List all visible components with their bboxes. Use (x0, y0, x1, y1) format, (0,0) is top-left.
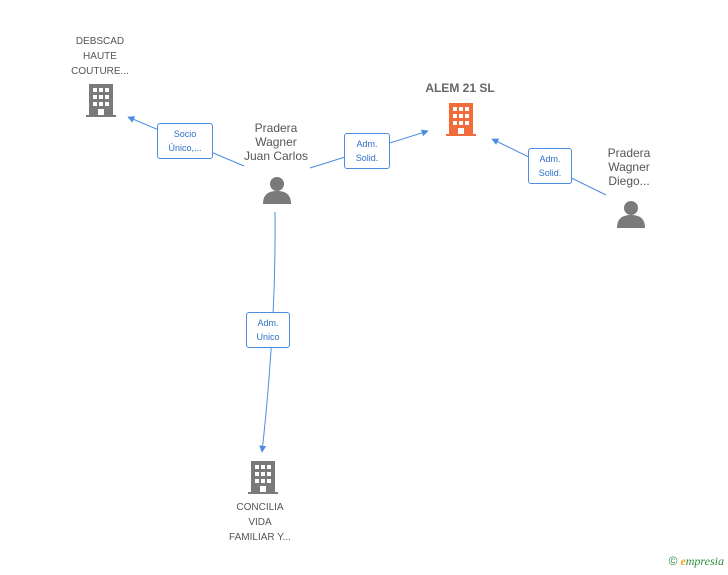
label-line: Pradera (254, 121, 298, 135)
label-line: HAUTE (83, 51, 117, 62)
brand-watermark: ©empresia (669, 554, 724, 569)
edge-label-line: Socio (173, 129, 197, 139)
label-line: Diego... (608, 174, 650, 188)
person-label-diego[interactable]: Pradera Wagner Diego... (593, 146, 665, 188)
building-icon[interactable] (248, 461, 278, 494)
edge-label-adm-solid-juan[interactable]: Adm. Solid. (344, 133, 390, 169)
building-icon[interactable] (86, 84, 116, 117)
label-line: Wagner (608, 160, 650, 174)
label-line: Pradera (607, 146, 651, 160)
edge-label-adm-solid-diego[interactable]: Adm. Solid. (528, 148, 572, 184)
copyright-symbol: © (668, 554, 678, 568)
label-line: Juan Carlos (243, 149, 309, 163)
person-icon[interactable] (617, 201, 645, 228)
edge-label-line: Unico (256, 332, 280, 342)
brand-initial: e (680, 554, 686, 568)
label-line: CONCILIA (236, 502, 284, 513)
company-label-debscad[interactable]: DEBSCAD HAUTE COUTURE... (55, 34, 145, 79)
label-line: Wagner (255, 135, 297, 149)
brand-name: mpresia (685, 554, 724, 568)
edge-label-line: Solid. (355, 153, 379, 163)
label-line: VIDA (248, 517, 272, 528)
person-icon[interactable] (263, 177, 291, 204)
edge-label-line: Adm. (356, 139, 378, 149)
label-line: FAMILIAR Y... (229, 532, 291, 543)
person-label-juan-carlos[interactable]: Pradera Wagner Juan Carlos (236, 121, 316, 163)
edge-label-line: Solid. (538, 168, 562, 178)
label-line: DEBSCAD (75, 36, 125, 47)
edge-label-socio-unico[interactable]: Socio Único,... (157, 123, 213, 159)
edge-label-adm-unico[interactable]: Adm. Unico (246, 312, 290, 348)
edge-label-line: Adm. (257, 318, 279, 328)
main-building-icon[interactable] (446, 103, 476, 136)
label-line: COUTURE... (71, 66, 129, 77)
edge-label-line: Adm. (539, 154, 561, 164)
company-label-concilia[interactable]: CONCILIA VIDA FAMILIAR Y... (215, 500, 305, 545)
company-label-alem[interactable]: ALEM 21 SL (410, 81, 510, 95)
edge-label-line: Único,... (168, 143, 202, 153)
label-line: ALEM 21 SL (425, 81, 495, 95)
